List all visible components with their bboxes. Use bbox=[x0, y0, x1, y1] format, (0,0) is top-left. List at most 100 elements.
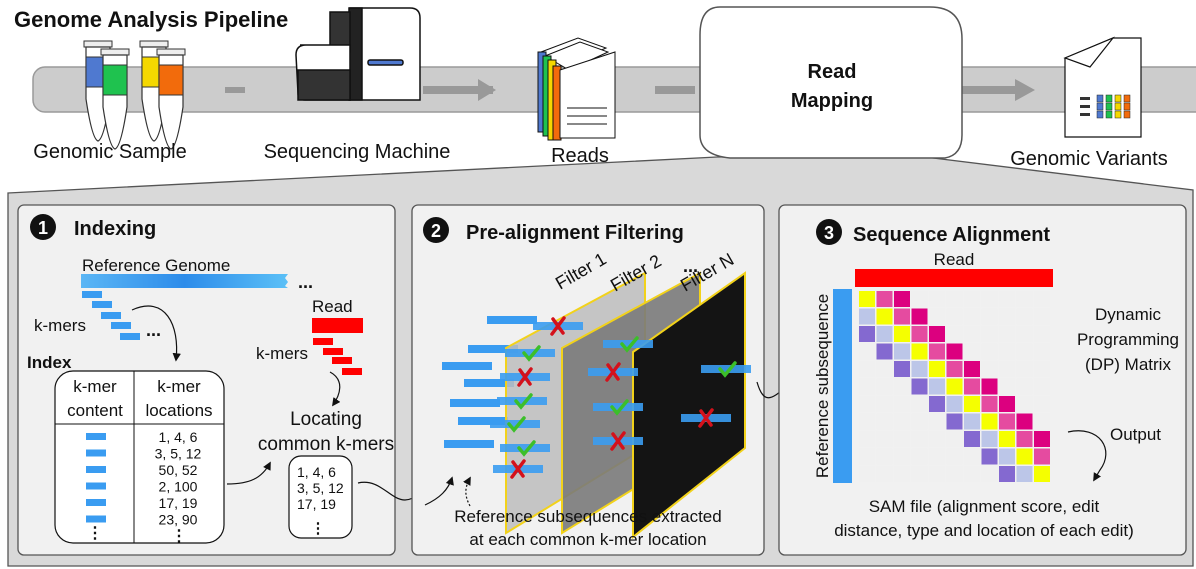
dp-cell bbox=[964, 361, 980, 377]
filters-ellipsis: ... bbox=[683, 256, 698, 276]
dp-cell bbox=[911, 343, 928, 360]
dp-cell bbox=[876, 396, 893, 412]
dp-cell bbox=[911, 396, 928, 412]
locating-label-1: Locating bbox=[290, 409, 362, 430]
dp-cell bbox=[946, 413, 963, 430]
dp-cell bbox=[911, 326, 928, 342]
reference-subsequence bbox=[487, 316, 537, 324]
filtered-subsequence bbox=[603, 340, 653, 348]
dp-label-2: Programming bbox=[1077, 330, 1179, 349]
dp-cell bbox=[911, 466, 928, 482]
variant-cell bbox=[1096, 110, 1104, 119]
dp-cell bbox=[911, 431, 928, 447]
dp-cell bbox=[876, 448, 893, 465]
check-icon bbox=[507, 416, 526, 433]
kmer-location: 23, 90 bbox=[159, 512, 198, 528]
dp-cell bbox=[894, 291, 910, 307]
cross-icon bbox=[510, 459, 526, 479]
variant-cell bbox=[1105, 102, 1113, 111]
kmer-content-bar bbox=[86, 515, 106, 523]
dp-cell bbox=[1034, 413, 1050, 430]
check-icon bbox=[610, 399, 629, 416]
dp-cell bbox=[964, 448, 980, 465]
dp-cell bbox=[859, 326, 875, 342]
cross-icon bbox=[550, 316, 566, 336]
dp-cell bbox=[981, 431, 998, 447]
arrow-kmers-to-index bbox=[131, 305, 181, 362]
dp-cell bbox=[894, 448, 910, 465]
dp-cell bbox=[1034, 431, 1050, 447]
dp-cell bbox=[999, 431, 1015, 447]
dp-cell bbox=[1034, 291, 1050, 307]
dp-cell bbox=[894, 466, 910, 482]
reference-subsequence bbox=[450, 399, 500, 407]
variant-cell bbox=[1096, 94, 1104, 103]
sam-label-2: distance, type and location of each edit… bbox=[834, 521, 1134, 540]
dp-cell bbox=[911, 448, 928, 465]
dp-cell bbox=[946, 326, 963, 342]
common-kmer-location: 1, 4, 6 bbox=[297, 464, 336, 480]
step-badge-3 bbox=[816, 219, 842, 245]
kmer-content-bar bbox=[86, 499, 106, 506]
check-icon bbox=[620, 336, 639, 353]
index-header-content-2: content bbox=[67, 401, 123, 420]
dp-cell bbox=[946, 378, 963, 395]
dp-cell bbox=[876, 343, 893, 360]
dp-cell bbox=[1016, 466, 1033, 482]
dp-cell bbox=[876, 378, 893, 395]
common-kmers-box bbox=[288, 455, 353, 539]
dp-cell bbox=[981, 326, 998, 342]
dp-cell bbox=[894, 378, 910, 395]
filtering-caption-1: Reference subsequences extracted bbox=[454, 507, 721, 526]
dp-cell bbox=[964, 413, 980, 430]
test-tube-icon bbox=[156, 48, 186, 150]
dp-cell bbox=[929, 326, 945, 342]
dp-cell bbox=[876, 431, 893, 447]
dp-cell bbox=[876, 291, 893, 307]
dp-cell bbox=[999, 396, 1015, 412]
check-icon bbox=[718, 361, 737, 378]
dp-cell bbox=[981, 413, 998, 430]
reference-genome-label: Reference Genome bbox=[82, 256, 230, 275]
check-icon bbox=[517, 440, 536, 457]
dp-cell bbox=[999, 326, 1015, 342]
dp-cell bbox=[859, 448, 875, 465]
step-number-1: 1 bbox=[38, 218, 48, 238]
reference-subsequence bbox=[464, 379, 514, 387]
dp-label-3: (DP) Matrix bbox=[1085, 355, 1171, 374]
stage-label-genomic-variants: Genomic Variants bbox=[1010, 148, 1167, 170]
dp-cell bbox=[1034, 396, 1050, 412]
dp-cell bbox=[859, 396, 875, 412]
reference-genome-bar bbox=[81, 274, 288, 288]
dp-cell bbox=[859, 466, 875, 482]
kmers-label: k-mers bbox=[34, 316, 86, 335]
dp-cell bbox=[929, 291, 945, 307]
dp-cell bbox=[929, 413, 945, 430]
dp-cell bbox=[894, 326, 910, 342]
step-badge-1 bbox=[30, 214, 56, 240]
dp-cell bbox=[1016, 361, 1033, 377]
dp-cell bbox=[929, 343, 945, 360]
dp-cell bbox=[1016, 448, 1033, 465]
reference-subsequence bbox=[458, 417, 508, 425]
dp-cell bbox=[1034, 343, 1050, 360]
kmer-content-bar bbox=[86, 449, 106, 457]
alignment-read-bar bbox=[855, 269, 1053, 287]
dp-cell bbox=[1016, 308, 1033, 325]
dp-cell bbox=[964, 396, 980, 412]
dp-cell bbox=[911, 378, 928, 395]
index-header-locations-2: locations bbox=[145, 401, 212, 420]
stacked-documents-icon bbox=[537, 37, 616, 141]
index-content-more: ⋮ bbox=[87, 525, 103, 542]
dp-cell bbox=[859, 413, 875, 430]
alignment-reference-label: Reference subsequence bbox=[813, 294, 832, 478]
index-header-locations-1: k-mer bbox=[157, 377, 201, 396]
stage-label-genomic-sample: Genomic Sample bbox=[33, 141, 186, 163]
variant-cell bbox=[1096, 102, 1104, 111]
panel-title-filtering: Pre-alignment Filtering bbox=[466, 222, 684, 244]
sam-label-1: SAM file (alignment score, edit bbox=[869, 497, 1100, 516]
dp-cell bbox=[1034, 326, 1050, 342]
cross-icon bbox=[517, 367, 533, 387]
kmer-content-bar bbox=[86, 433, 106, 440]
dp-cell bbox=[1016, 291, 1033, 307]
